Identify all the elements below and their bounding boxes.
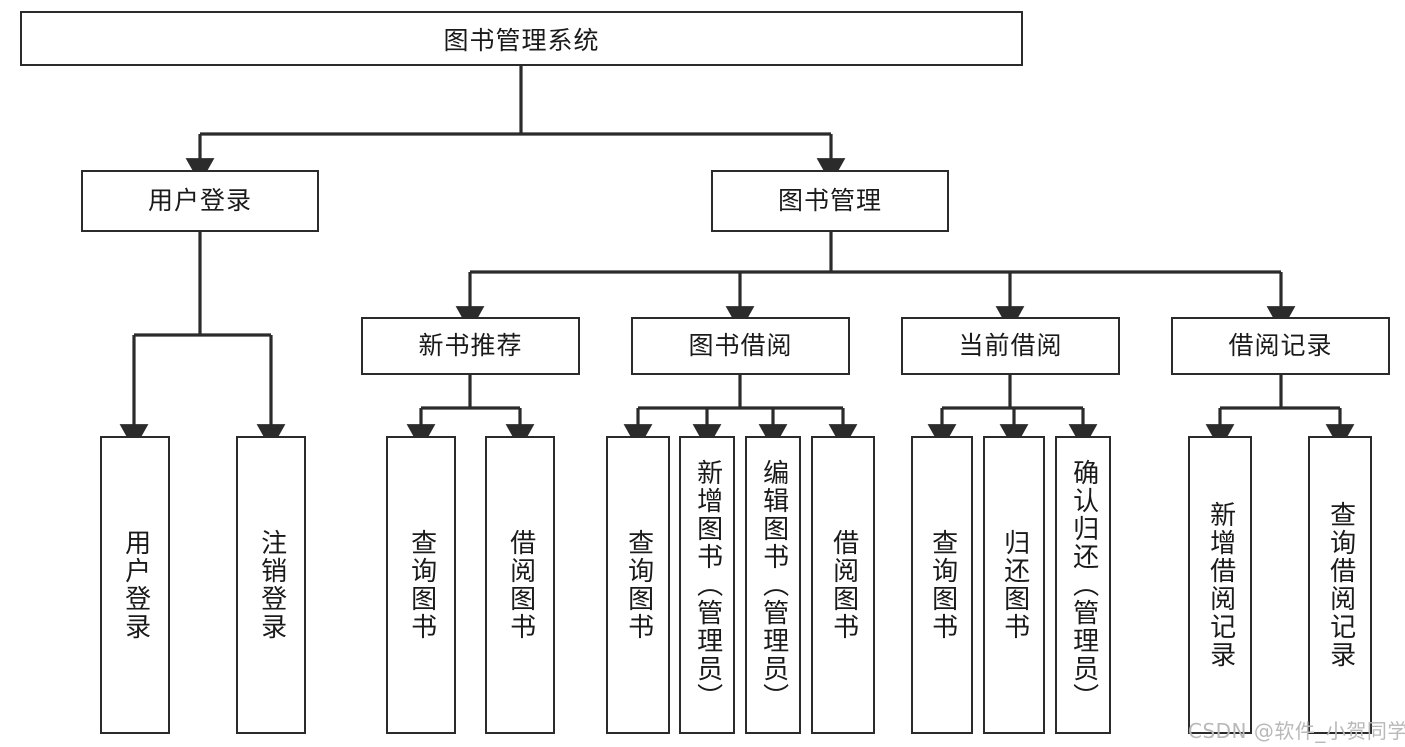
node-label: 编辑图书（管理员） <box>758 459 789 711</box>
leaf-borrow-book[interactable]: 借阅图书 <box>811 436 875 734</box>
node-label: 归还图书 <box>999 529 1030 641</box>
node-label: 新增借阅记录 <box>1205 501 1236 669</box>
leaf-logout[interactable]: 注销登录 <box>236 436 306 734</box>
node-label: 借阅记录 <box>1228 331 1333 361</box>
node-label: 查询图书 <box>927 529 958 641</box>
node-label: 图书借阅 <box>688 331 793 361</box>
node-label: 注销登录 <box>256 529 287 641</box>
leaf-return-book[interactable]: 归还图书 <box>983 436 1045 734</box>
node-label: 新增图书（管理员） <box>692 459 723 711</box>
node-label: 图书管理 <box>777 186 882 216</box>
node-book-borrowing[interactable]: 图书借阅 <box>631 317 850 375</box>
node-borrowing-record[interactable]: 借阅记录 <box>1171 317 1390 375</box>
node-current-borrowing[interactable]: 当前借阅 <box>901 317 1120 375</box>
node-label: 查询图书 <box>623 529 654 641</box>
node-label: 查询图书 <box>406 529 437 641</box>
leaf-query-book-current[interactable]: 查询图书 <box>911 436 973 734</box>
node-label: 借阅图书 <box>828 529 859 641</box>
node-label: 新书推荐 <box>418 331 523 361</box>
node-new-book-recommendation[interactable]: 新书推荐 <box>361 317 580 375</box>
leaf-edit-book-admin[interactable]: 编辑图书（管理员） <box>745 436 801 734</box>
node-user-login[interactable]: 用户登录 <box>81 170 319 232</box>
node-label: 图书管理系统 <box>443 25 600 55</box>
node-label: 当前借阅 <box>958 331 1063 361</box>
leaf-borrow-book-new[interactable]: 借阅图书 <box>485 436 555 734</box>
node-label: 借阅图书 <box>505 529 536 641</box>
csdn-watermark: CSDN @软件_小贺同学 <box>1188 719 1405 743</box>
leaf-user-login[interactable]: 用户登录 <box>100 436 170 734</box>
node-label: 确认归还（管理员） <box>1068 459 1099 711</box>
node-label: 用户登录 <box>120 529 151 641</box>
node-book-management[interactable]: 图书管理 <box>711 170 949 232</box>
node-label: 用户登录 <box>147 186 252 216</box>
leaf-query-book-borrow[interactable]: 查询图书 <box>606 436 670 734</box>
leaf-confirm-return-admin[interactable]: 确认归还（管理员） <box>1055 436 1111 734</box>
leaf-add-book-admin[interactable]: 新增图书（管理员） <box>679 436 735 734</box>
leaf-add-borrow-record[interactable]: 新增借阅记录 <box>1188 436 1252 734</box>
node-root-book-management-system[interactable]: 图书管理系统 <box>20 11 1023 66</box>
leaf-query-book-new[interactable]: 查询图书 <box>386 436 456 734</box>
node-label: 查询借阅记录 <box>1325 501 1356 669</box>
leaf-query-borrow-record[interactable]: 查询借阅记录 <box>1308 436 1372 734</box>
